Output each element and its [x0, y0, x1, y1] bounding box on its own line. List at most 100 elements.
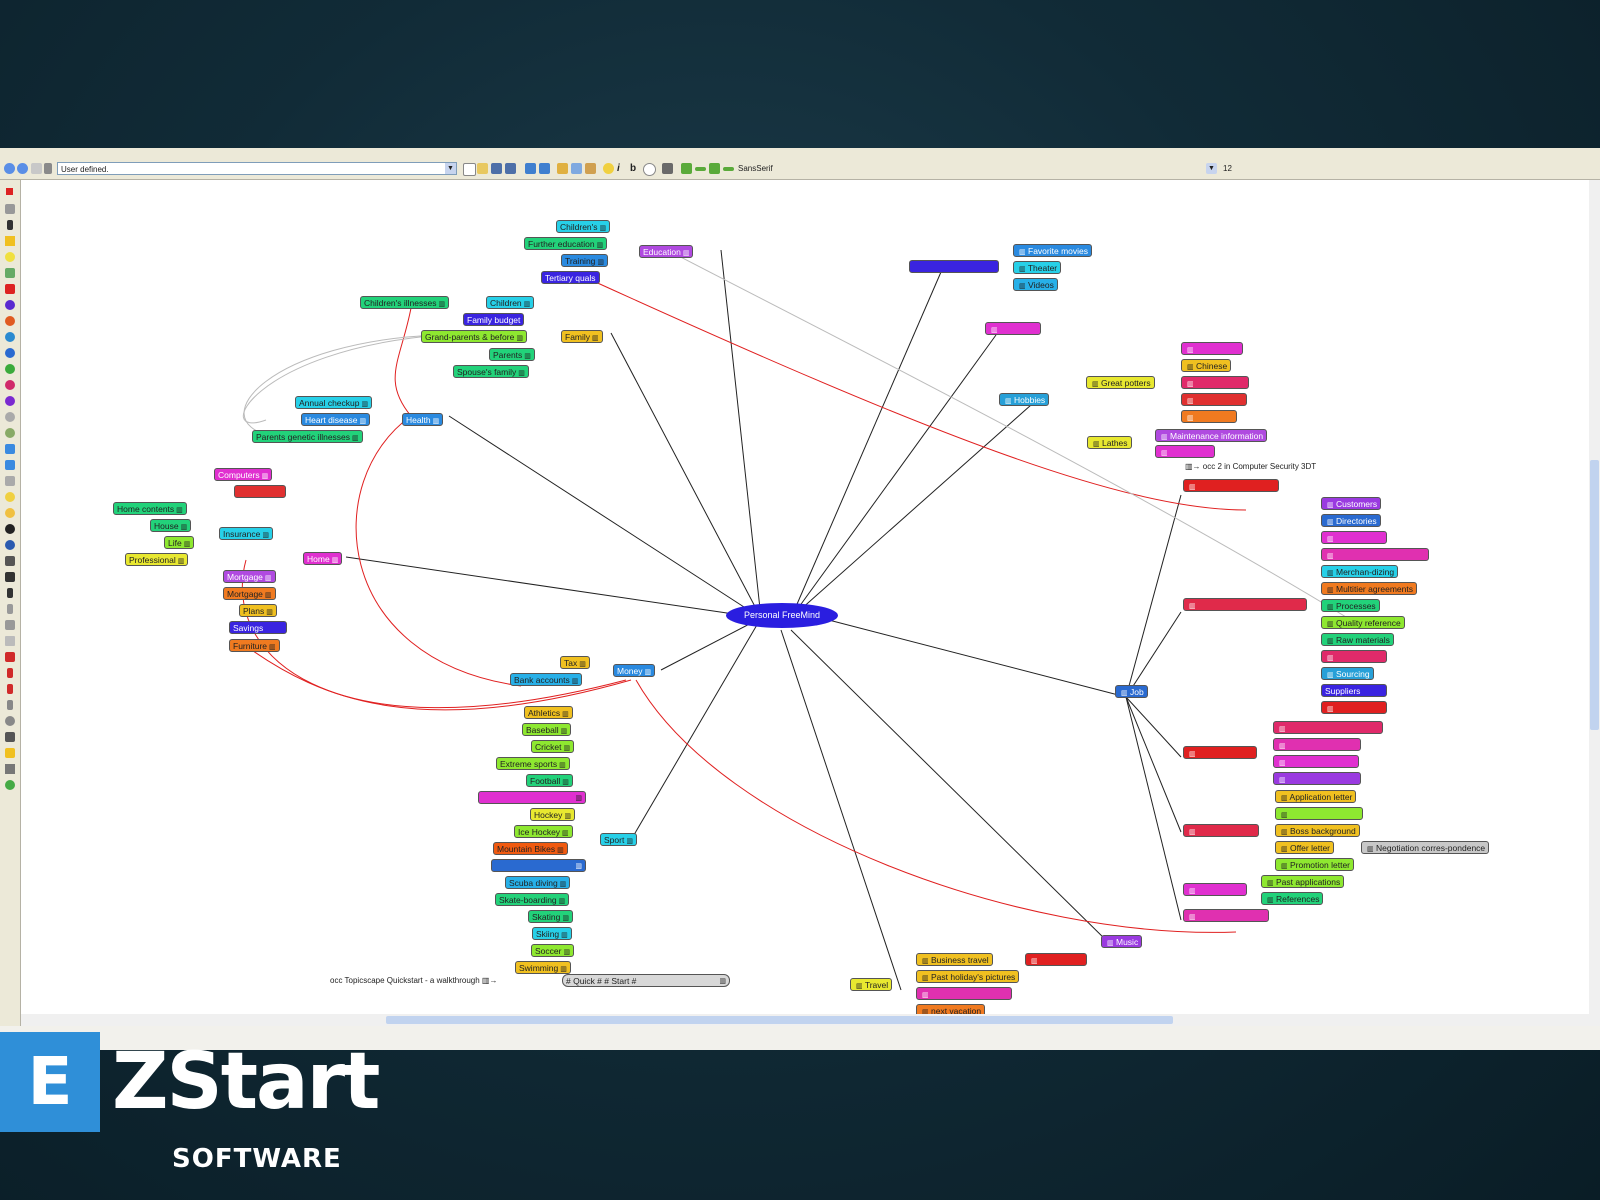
node-job-sub-3[interactable]: ▥	[1321, 531, 1387, 544]
node-merchandizing[interactable]: ▥ Merchan-dizing	[1321, 565, 1399, 578]
priority-1-icon[interactable]	[5, 300, 15, 310]
node-furniture[interactable]: Furniture▥	[229, 639, 280, 652]
node-job-sub-10[interactable]: ▥	[1321, 650, 1387, 663]
encrypted-icon[interactable]	[5, 540, 15, 550]
node-home-contents[interactable]: Home contents▥	[113, 502, 187, 515]
flower-icon[interactable]	[5, 780, 15, 790]
node-education[interactable]: Education▥	[639, 245, 694, 258]
back-arrow-icon[interactable]	[5, 444, 15, 454]
node-house[interactable]: House▥	[150, 519, 192, 532]
print-icon[interactable]	[31, 163, 42, 174]
priority-3-icon[interactable]	[5, 332, 15, 342]
node-home[interactable]: Home▥	[303, 552, 343, 565]
pencil-icon[interactable]	[7, 668, 13, 678]
node-quality-reference[interactable]: ▥ Quality reference	[1321, 616, 1405, 629]
node-travel-insurance[interactable]: ▥	[916, 987, 1012, 1000]
node-spouses-family[interactable]: Spouse's family▥	[453, 365, 529, 378]
priority-5-icon[interactable]	[5, 364, 15, 374]
home-icon[interactable]	[5, 572, 15, 582]
node-friends[interactable]: ▥	[985, 322, 1041, 335]
node-customers[interactable]: ▥ Customers	[1321, 497, 1382, 510]
node-business-travel[interactable]: ▥ Business travel	[916, 953, 993, 966]
node-childrens[interactable]: Children's▥	[556, 220, 611, 233]
horizontal-scrollbar[interactable]	[21, 1014, 1589, 1026]
node-mortgage-2[interactable]: Mortgage▥	[223, 587, 276, 600]
node-promotion-letter[interactable]: ▥ Promotion letter	[1275, 858, 1354, 871]
node-annual-checkup[interactable]: Annual checkup▥	[295, 396, 373, 409]
node-great-potters[interactable]: ▥ Great potters	[1086, 376, 1155, 389]
node-tax[interactable]: Tax▥	[560, 656, 590, 669]
node-red-item[interactable]	[234, 485, 286, 498]
node-quick-start[interactable]: # Quick # # Start #▥	[562, 974, 730, 987]
node-job-sub-13[interactable]: ▥	[1321, 701, 1387, 714]
node-application-letter[interactable]: ▥ Application letter	[1275, 790, 1357, 803]
node-career-item[interactable]: ▥	[1183, 479, 1279, 492]
node-past-holiday[interactable]: ▥ Past holiday's pictures	[916, 970, 1020, 983]
node-resume[interactable]: ▥	[1183, 883, 1247, 896]
star-icon[interactable]	[5, 748, 15, 758]
node-bank-accounts[interactable]: Bank accounts▥	[510, 673, 583, 686]
phone-icon[interactable]	[7, 588, 13, 598]
priority-4-icon[interactable]	[5, 348, 15, 358]
node-contacts-3[interactable]: ▥	[1273, 755, 1359, 768]
question-icon[interactable]	[7, 220, 13, 230]
node-contacts-4[interactable]: ▥	[1273, 772, 1361, 785]
node-salary-reviews[interactable]: ▥	[1183, 909, 1269, 922]
node-chinese[interactable]: ▥ Chinese	[1181, 359, 1232, 372]
node-present-job[interactable]: ▥	[1183, 824, 1259, 837]
node-air-miles[interactable]: ▥	[1025, 953, 1087, 966]
node-music[interactable]: ▥ Music	[1101, 935, 1143, 948]
mail-icon[interactable]	[5, 636, 15, 646]
node-job-sub-4[interactable]: ▥	[1321, 548, 1429, 561]
italic-icon[interactable]: i	[617, 163, 620, 174]
node-grand-parents[interactable]: Grand-parents & before▥	[421, 330, 527, 343]
node-lathes[interactable]: ▥ Lathes	[1087, 436, 1132, 449]
node-tertiary-quals[interactable]: Tertiary quals	[541, 271, 600, 284]
node-pottery-4[interactable]: ▥	[1181, 393, 1247, 406]
filter-icon[interactable]	[44, 163, 52, 174]
computer-security-link[interactable]: ▥→ occ 2 in Computer Security 3DT	[1185, 462, 1317, 471]
priority-6-icon[interactable]	[5, 380, 15, 390]
priority-7-icon[interactable]	[5, 396, 15, 406]
undo-icon[interactable]	[525, 163, 536, 174]
node-extreme-sports[interactable]: Extreme sports▥	[496, 757, 570, 770]
node-offer-letter[interactable]: ▥ Offer letter	[1275, 841, 1334, 854]
node-maintenance-info[interactable]: ▥ Maintenance information	[1155, 429, 1268, 442]
smiley-laugh-icon[interactable]	[5, 508, 15, 518]
node-scuba-diving[interactable]: Scuba diving▥	[505, 876, 571, 889]
node-theater[interactable]: ▥ Theater	[1013, 261, 1062, 274]
node-magenta-sport[interactable]: ▥	[478, 791, 586, 804]
node-ice-hockey[interactable]: Ice Hockey▥	[514, 825, 573, 838]
topicscape-link[interactable]: occ Topicscape Quickstart - a walkthroug…	[330, 976, 498, 985]
node-insurance[interactable]: Insurance▥	[219, 527, 273, 540]
node-suppliers[interactable]: Suppliers	[1321, 684, 1387, 697]
node-lathes-sub[interactable]: ▥	[1155, 445, 1215, 458]
smiley-icon[interactable]	[5, 492, 15, 502]
ok-icon[interactable]	[5, 268, 15, 278]
priority-8-icon[interactable]	[5, 412, 15, 422]
cloud-icon[interactable]	[643, 163, 656, 176]
pin-icon[interactable]	[7, 684, 13, 694]
node-pottery-5[interactable]: ▥	[1181, 410, 1237, 423]
magnifier-icon[interactable]	[5, 716, 15, 726]
node-blue-sport[interactable]: ▥	[491, 859, 586, 872]
forward-icon[interactable]	[17, 163, 28, 174]
attach-icon[interactable]	[5, 476, 15, 486]
root-node[interactable]: Personal FreeMind	[726, 603, 838, 628]
bold-icon[interactable]: b	[630, 163, 637, 174]
node-mountain-bikes[interactable]: Mountain Bikes▥	[493, 842, 568, 855]
node-football[interactable]: Football▥	[526, 774, 573, 787]
node-skiing[interactable]: Skiing▥	[532, 927, 572, 940]
node-directories[interactable]: ▥ Directories	[1321, 514, 1381, 527]
node-computers[interactable]: Computers▥	[214, 468, 273, 481]
save-as-icon[interactable]	[505, 163, 516, 174]
node-money[interactable]: Money▥	[613, 664, 656, 677]
bomb-icon[interactable]	[5, 524, 15, 534]
cancel-icon[interactable]	[5, 284, 15, 294]
size-select[interactable]: 12	[1223, 164, 1232, 173]
new-icon[interactable]	[463, 163, 476, 176]
node-children[interactable]: Children▥	[486, 296, 535, 309]
node-negotiation[interactable]: ▥ Negotiation corres-pondence	[1361, 841, 1490, 854]
node-videos[interactable]: ▥ Videos	[1013, 278, 1058, 291]
bookmark-icon[interactable]	[5, 652, 15, 662]
